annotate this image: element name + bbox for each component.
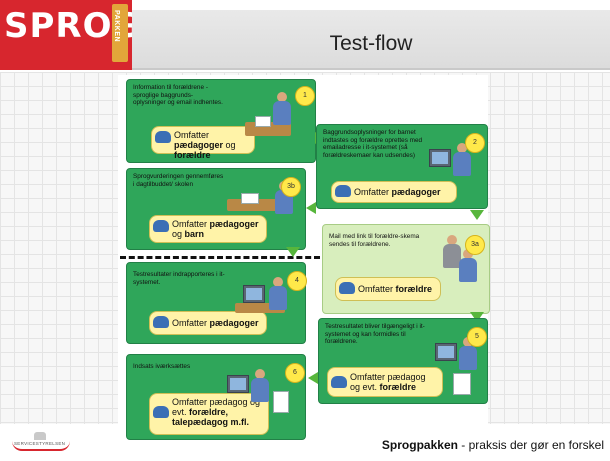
step-1-illustration (245, 92, 305, 152)
document-icon (453, 373, 471, 395)
step-6-illustration (227, 369, 297, 433)
step-3a-illustration (443, 231, 487, 291)
step-3b-text: Sprogvurderingen gennemføres i dagtilbud… (133, 173, 224, 188)
dashed-separator (120, 256, 320, 259)
hand-icon (153, 316, 169, 328)
step-6-text: Indsats iværksættes (133, 363, 191, 370)
person-icon (443, 235, 461, 269)
person-icon (269, 277, 287, 311)
step-badge: 2 (465, 133, 485, 153)
document-icon (255, 116, 271, 127)
arrow-left-icon (308, 372, 318, 384)
step-5-participants: Omfatter pædagog og evt. forældre (327, 367, 443, 397)
computer-icon (429, 149, 451, 167)
step-4-participants: Omfatter pædagoger (149, 311, 267, 335)
step-4-text: Testresultater indrapporteres i it-syste… (133, 271, 225, 286)
step-3a-text: Mail med link til forældre-skema sendes … (329, 233, 420, 248)
header: SPROG PAKKEN Test-flow (0, 0, 610, 70)
arrow-down-icon (286, 247, 300, 257)
footer-tagline: Sprogpakken - praksis der gør en forskel (382, 438, 604, 452)
step-5-text: Testresultatet bliver tilgængeligt i it-… (325, 323, 425, 346)
servicestyrelsen-logo: SERVICESTYRELSEN (12, 432, 72, 456)
person-icon (453, 143, 471, 177)
arrow-down-icon (470, 312, 484, 322)
person-icon (459, 249, 477, 283)
step-2-participants: Omfatter pædagoger (331, 181, 457, 203)
step-6-box: Indsats iværksættes Omfatter pædagog og … (126, 354, 306, 440)
arrow-down-icon (470, 210, 484, 220)
step-4-box: Testresultater indrapporteres i it-syste… (126, 262, 307, 344)
step-5-participants-text: Omfatter pædagog og evt. forældre (350, 372, 426, 392)
step-2-box: Baggrundsoplysninger for barnet indtaste… (316, 124, 488, 209)
tagline-text: - praksis der gør en forskel (457, 438, 604, 452)
crown-icon (34, 432, 46, 440)
step-badge: 6 (285, 363, 305, 383)
step-6-participants-text: Omfatter pædagog og evt. forældre, talep… (172, 397, 261, 427)
step-2-text: Baggrundsoplysninger for barnet indtaste… (323, 129, 423, 159)
step-3a-box: Mail med link til forældre-skema sendes … (322, 224, 490, 314)
step-3a-participants: Omfatter forældre (335, 277, 441, 301)
title-bar: Test-flow (132, 10, 610, 70)
step-badge: 3a (465, 235, 485, 255)
computer-icon (435, 343, 457, 361)
person-icon (251, 369, 269, 403)
step-3b-illustration (227, 175, 297, 225)
logo-tab-text: PAKKEN (113, 10, 120, 43)
step-1-text: Information til forældrene - sproglige b… (133, 84, 223, 107)
page-title: Test-flow (329, 32, 413, 55)
sprogpakken-logo: SPROG PAKKEN (0, 0, 140, 70)
step-3b-participants: Omfatter pædagoger og barn (149, 215, 267, 243)
step-3a-participants-text: Omfatter forældre (358, 284, 433, 294)
desk-icon (235, 303, 285, 313)
person-icon (273, 92, 291, 126)
step-4-participants-text: Omfatter pædagoger (172, 318, 259, 328)
step-3b-box: Sprogvurderingen gennemføres i dagtilbud… (126, 168, 306, 250)
people-icon (153, 406, 169, 418)
step-2-participants-text: Omfatter pædagoger (354, 187, 441, 197)
logo-tab: PAKKEN (112, 4, 128, 62)
document-icon (273, 391, 289, 413)
step-4-illustration (235, 275, 299, 325)
step-1-participants-text: Omfatter pædagoger og forældre (174, 130, 236, 160)
step-badge: 1 (295, 86, 315, 106)
hand-icon (153, 220, 169, 232)
computer-icon (227, 375, 249, 393)
step-3b-participants-text: Omfatter pædagoger og barn (172, 219, 259, 239)
document-icon (241, 193, 259, 204)
step-badge: 4 (287, 271, 307, 291)
tagline-brand: Sprogpakken (381, 438, 458, 452)
step-1-participants: Omfatter pædagoger og forældre (151, 126, 255, 160)
hand-icon (335, 185, 351, 197)
hand-icon (155, 131, 171, 143)
step-badge: 3b (281, 177, 301, 197)
people-icon (339, 282, 355, 294)
people-icon (331, 376, 347, 388)
step-5-box: Testresultatet bliver tilgængeligt i it-… (318, 318, 488, 404)
desk-icon (227, 199, 277, 211)
swoosh-decoration (12, 441, 70, 451)
gov-text: SERVICESTYRELSEN (14, 441, 66, 446)
computer-icon (243, 285, 265, 303)
arrow-left-icon (306, 202, 316, 214)
step-badge: 5 (467, 327, 487, 347)
step-1-box: Information til forældrene - sproglige b… (126, 79, 316, 163)
step-2-illustration (429, 141, 479, 191)
step-6-participants: Omfatter pædagog og evt. forældre, talep… (149, 393, 269, 435)
